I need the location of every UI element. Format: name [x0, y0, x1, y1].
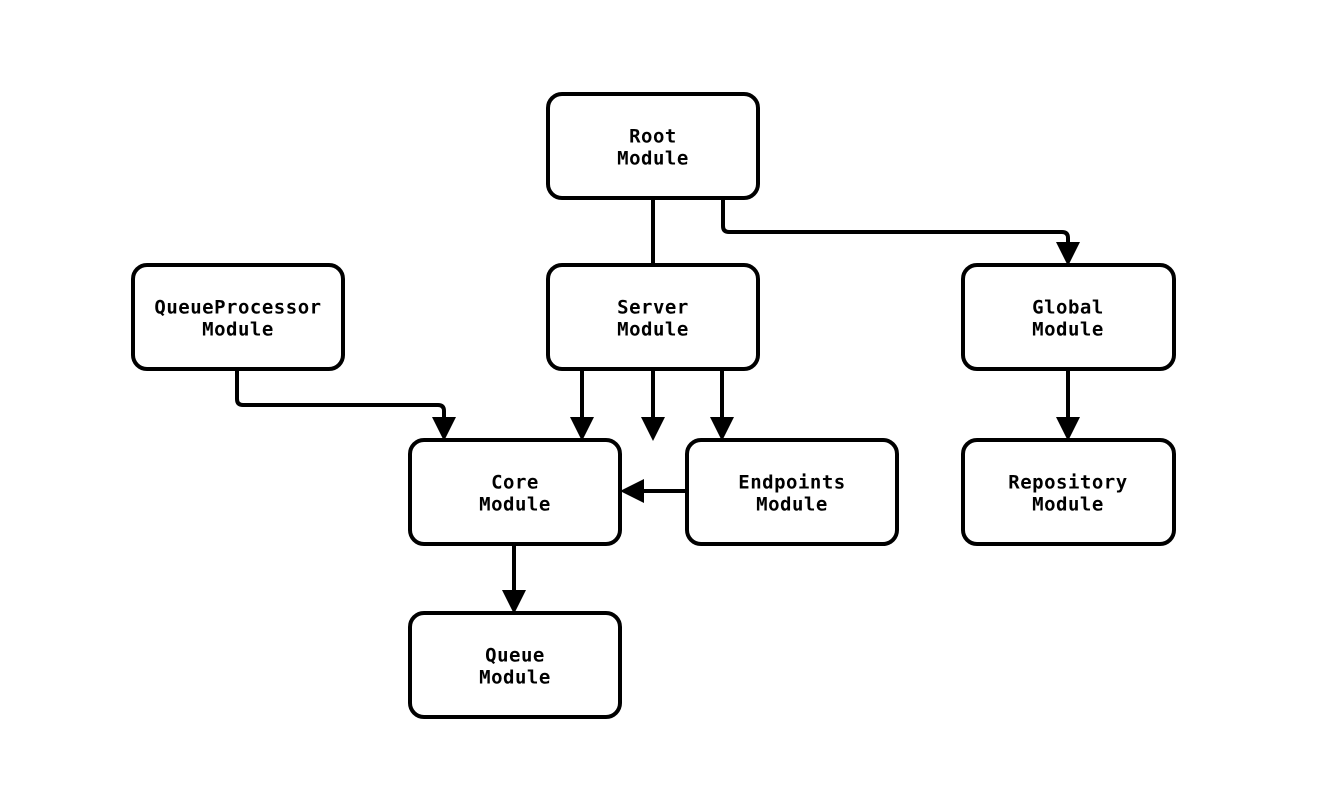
node-queueprocessor-module-box[interactable] — [131, 263, 345, 371]
node-endpoints-module-label-line2: Module — [756, 494, 828, 516]
node-queueprocessor-module[interactable]: QueueProcessor Module — [131, 263, 345, 371]
edge-server-to-core-arrowhead — [570, 417, 594, 441]
edge-root-to-server-arrowhead — [641, 417, 665, 441]
edge-core-to-queue — [502, 544, 526, 614]
edge-endpoints-to-core — [620, 479, 687, 503]
node-queue-module-label-line1: Queue — [485, 645, 545, 667]
edge-server-to-endpoints — [710, 369, 734, 441]
node-endpoints-module-label-line1: Endpoints — [738, 472, 845, 494]
node-core-module-label-line1: Core — [491, 472, 539, 494]
edge-queueprocessor-to-core-arrowhead — [432, 417, 456, 441]
node-queue-module-box[interactable] — [408, 611, 622, 719]
node-root-module-box[interactable] — [546, 92, 760, 200]
node-root-module-label-line1: Root — [629, 126, 677, 148]
nodes-layer: Root Module QueueProcessor Module Server… — [131, 92, 1176, 719]
edge-root-to-global-line — [721, 198, 1070, 252]
edge-global-to-repository — [1056, 369, 1080, 441]
edge-queueprocessor-to-core — [235, 369, 456, 441]
edge-root-to-global-arrowhead — [1056, 242, 1080, 266]
node-core-module[interactable]: Core Module — [408, 438, 622, 546]
node-queueprocessor-module-label-line1: QueueProcessor — [154, 297, 321, 319]
node-endpoints-module-box[interactable] — [685, 438, 899, 546]
node-root-module[interactable]: Root Module — [546, 92, 760, 200]
node-core-module-label-line2: Module — [479, 494, 551, 516]
node-queueprocessor-module-label-line2: Module — [202, 319, 274, 341]
edge-queueprocessor-to-core-line — [235, 369, 446, 428]
node-global-module-box[interactable] — [961, 263, 1176, 371]
edge-server-to-core — [570, 369, 594, 441]
node-queue-module[interactable]: Queue Module — [408, 611, 622, 719]
edge-global-to-repository-arrowhead — [1056, 417, 1080, 441]
node-repository-module-label-line2: Module — [1032, 494, 1104, 516]
node-repository-module[interactable]: Repository Module — [961, 438, 1176, 546]
node-queue-module-label-line2: Module — [479, 667, 551, 689]
node-root-module-label-line2: Module — [617, 148, 689, 170]
node-server-module-label-line2: Module — [617, 319, 689, 341]
node-global-module[interactable]: Global Module — [961, 263, 1176, 371]
node-server-module[interactable]: Server Module — [546, 263, 760, 371]
node-repository-module-box[interactable] — [961, 438, 1176, 546]
node-core-module-box[interactable] — [408, 438, 622, 546]
edge-server-to-endpoints-arrowhead — [710, 417, 734, 441]
node-server-module-label-line1: Server — [617, 297, 689, 319]
edge-endpoints-to-core-arrowhead — [620, 479, 644, 503]
node-server-module-box[interactable] — [546, 263, 760, 371]
edge-core-to-queue-arrowhead — [502, 590, 526, 614]
node-global-module-label-line1: Global — [1032, 297, 1104, 319]
node-endpoints-module[interactable]: Endpoints Module — [685, 438, 899, 546]
node-global-module-label-line2: Module — [1032, 319, 1104, 341]
edge-root-to-global — [721, 198, 1080, 266]
edges-layer — [235, 198, 1080, 614]
node-repository-module-label-line1: Repository — [1008, 472, 1127, 494]
